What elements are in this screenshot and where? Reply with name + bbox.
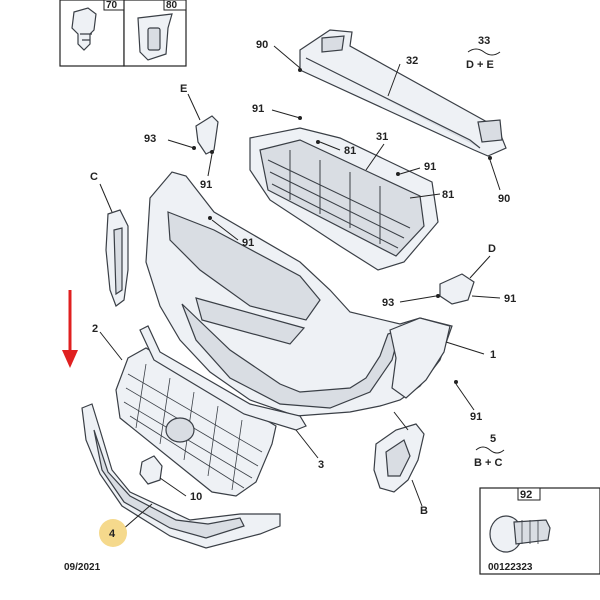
callout-91-e: 91	[504, 293, 516, 305]
part-32-reinforcement-beam	[299, 29, 507, 157]
part-2-grille	[115, 347, 277, 497]
part-3-trim-strip	[139, 325, 307, 431]
callout-91-d: 91	[242, 237, 254, 249]
callout-31: 31	[376, 131, 388, 143]
callout-70: 70	[106, 0, 118, 11]
footer-ref: 00122323	[488, 562, 533, 573]
tilde-icon	[475, 446, 505, 454]
callout-91-f: 91	[470, 411, 482, 423]
callout-5: 5	[490, 433, 496, 445]
callout-93-b: 93	[382, 297, 394, 309]
callout-91-a: 91	[252, 103, 264, 115]
part-b-bracket	[373, 423, 425, 493]
callout-4: 4	[109, 528, 116, 540]
clip-inset-70: 70	[59, 0, 125, 67]
part-e-bracket	[195, 115, 219, 155]
part-31-absorber	[249, 127, 439, 271]
callout-2: 2	[92, 323, 98, 335]
callout-10: 10	[190, 491, 202, 503]
callout-91-c: 91	[424, 161, 436, 173]
callout-1: 1	[490, 349, 496, 361]
clip-inset-80: 80	[123, 0, 187, 67]
callout-b: B	[420, 505, 428, 517]
callout-d: D	[488, 243, 496, 255]
red-arrow-icon	[62, 290, 78, 368]
callout-c: C	[90, 171, 98, 183]
callout-4-highlight	[99, 519, 127, 547]
part-c-side-bracket	[105, 209, 129, 307]
part-d-bracket	[439, 273, 475, 305]
screw-inset-92: 92	[479, 487, 600, 575]
footer-date: 09/2021	[64, 562, 101, 573]
callout-33: 33	[478, 35, 490, 47]
callout-92: 92	[520, 489, 532, 501]
callout-93-a: 93	[144, 133, 156, 145]
tilde-icon	[467, 48, 501, 56]
callout-e: E	[180, 83, 187, 95]
callout-90-right: 90	[498, 193, 510, 205]
callout-81-a: 81	[344, 145, 356, 157]
callout-80: 80	[166, 0, 178, 11]
part-10-badge	[139, 455, 163, 485]
callout-labels: 90 33 D + E 32 E 91 93 91 31 81 91 81 90…	[90, 35, 516, 540]
callout-33-sub: D + E	[466, 59, 494, 71]
callout-81-b: 81	[442, 189, 454, 201]
part-1-bumper-cover	[145, 171, 453, 417]
leader-lines	[99, 45, 501, 531]
callout-90-top: 90	[256, 39, 268, 51]
callout-5-sub: B + C	[474, 457, 502, 469]
part-4-lower-grille	[81, 403, 281, 549]
callout-32: 32	[406, 55, 418, 67]
callout-3: 3	[318, 459, 324, 471]
callout-91-b: 91	[200, 179, 212, 191]
